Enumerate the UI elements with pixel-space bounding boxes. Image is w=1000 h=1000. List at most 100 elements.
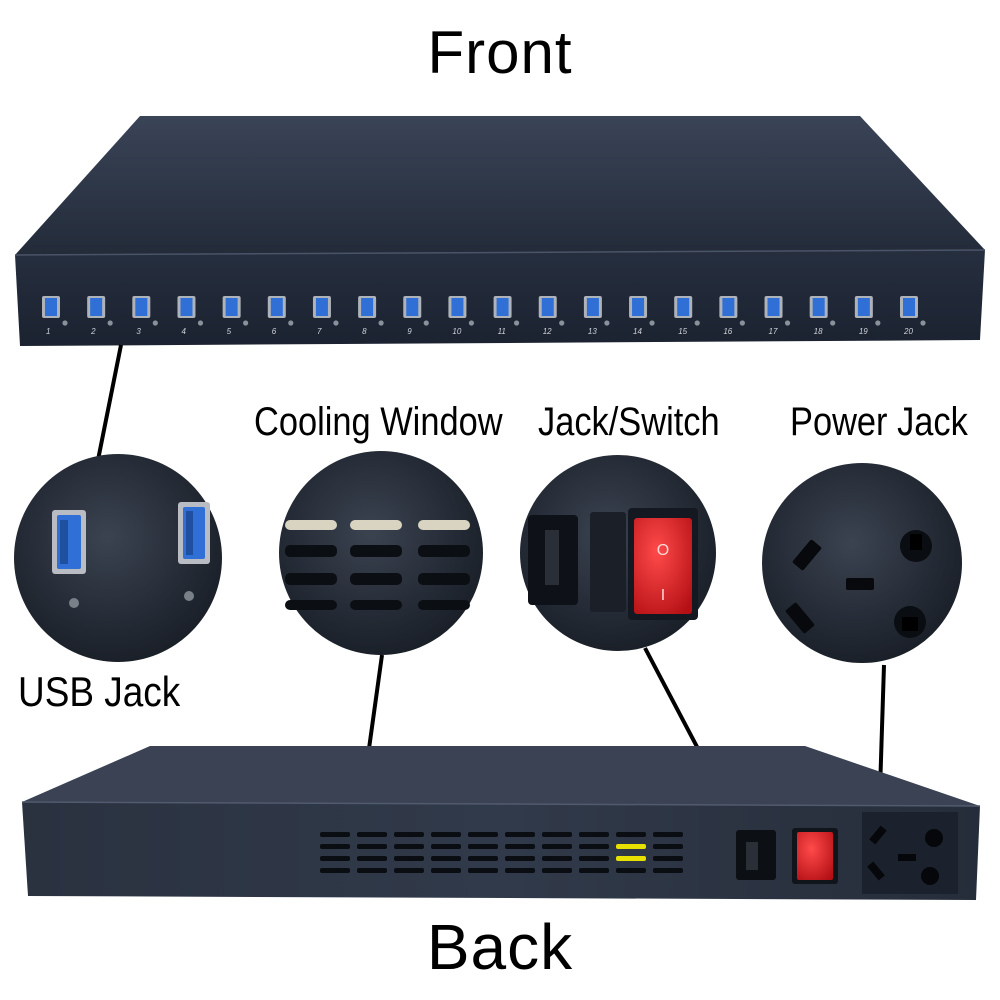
usb-port: 9	[403, 296, 429, 336]
usb-port: 4	[177, 296, 204, 336]
vent-slot	[431, 844, 461, 849]
usb-port-number: 10	[452, 327, 461, 336]
usb-port-number: 1	[46, 327, 50, 336]
vent-slot	[579, 868, 609, 873]
vent-slot	[616, 844, 646, 849]
vent-slot	[320, 868, 350, 873]
vent-slot	[357, 832, 387, 837]
switch-off-symbol: O	[657, 542, 669, 559]
usb-port-number: 5	[227, 327, 232, 336]
front-title: Front	[427, 19, 573, 86]
usb-port-number: 7	[317, 327, 322, 336]
vent-slot	[505, 868, 535, 873]
usb-port: 15	[674, 296, 700, 336]
usb-port-led	[378, 320, 384, 326]
cooling-slot	[350, 520, 402, 530]
cooling-slot	[285, 573, 337, 585]
cooling-window-closeup	[279, 451, 483, 655]
usb-callout-line	[96, 344, 123, 461]
usb-port-led	[739, 320, 745, 326]
front-device-top	[15, 116, 985, 255]
usb-port-led	[694, 320, 700, 326]
usb-port-led	[784, 320, 791, 326]
vent-slot	[357, 856, 387, 861]
vent-slot	[616, 832, 646, 837]
cooling-window-label: Cooling Window	[254, 400, 503, 444]
usb-port: 10	[448, 296, 475, 336]
usb-port-2-led	[184, 591, 194, 601]
usb-port-number: 14	[633, 327, 642, 336]
usb-port: 5	[222, 296, 249, 336]
usb-port: 7	[312, 296, 339, 336]
vent-slot	[505, 856, 535, 861]
usb-port: 11	[493, 296, 520, 336]
vent-slot	[579, 832, 609, 837]
vent-slot	[653, 868, 683, 873]
cooling-slot	[285, 520, 337, 530]
usb-port: 1	[42, 296, 68, 336]
vent-slot	[394, 868, 424, 873]
usb-port-number: 20	[903, 327, 913, 336]
usb-port-number: 19	[859, 327, 868, 336]
usb-port-number: 16	[723, 327, 732, 336]
usb-port-led	[513, 320, 520, 326]
usb-port-led	[152, 320, 158, 326]
vent-slot	[542, 868, 572, 873]
vent-slot	[431, 868, 461, 873]
usb-port-number: 15	[678, 327, 687, 336]
vent-slot	[653, 856, 683, 861]
vent-slot	[616, 868, 646, 873]
power-switch-rocker	[634, 518, 692, 614]
usb-port: 3	[132, 296, 158, 336]
usb-port: 14	[629, 296, 655, 336]
usb-port-led	[107, 320, 113, 326]
usb-port-led	[468, 320, 475, 326]
cooling-slot	[418, 573, 470, 585]
vent-slot	[653, 844, 683, 849]
cooling-slot	[350, 573, 402, 585]
vent-slot	[431, 856, 461, 861]
usb-port-number: 8	[362, 327, 367, 336]
cooling-slot	[285, 545, 337, 557]
vent-slot	[468, 868, 498, 873]
vent-slot	[542, 832, 572, 837]
vent-slot	[431, 832, 461, 837]
usb-port-led	[62, 320, 68, 326]
vent-slot	[505, 832, 535, 837]
usb-port-number: 17	[769, 327, 778, 336]
usb-port-led	[559, 320, 565, 326]
usb-port-led	[243, 320, 249, 326]
vent-slot	[542, 844, 572, 849]
usb-port-led	[830, 320, 836, 326]
usb-port-led	[604, 320, 610, 326]
vent-slot	[320, 856, 350, 861]
usb-port-number: 4	[181, 327, 186, 336]
back-device-top	[22, 746, 980, 806]
back-power-switch	[797, 832, 833, 880]
vent-slot	[394, 856, 424, 861]
usb-port-1-led	[69, 598, 79, 608]
back-title: Back	[426, 911, 574, 983]
cooling-slot	[350, 545, 402, 557]
usb-port-number: 13	[588, 327, 597, 336]
usb-jack-closeup	[14, 454, 222, 662]
usb-port-led	[920, 320, 926, 326]
usb-port-number: 12	[543, 327, 552, 336]
usb-port: 19	[854, 296, 881, 336]
vent-slot	[616, 856, 646, 861]
vent-slot	[579, 844, 609, 849]
vent-slot	[357, 868, 387, 873]
usb-port: 13	[583, 296, 610, 336]
cooling-slot	[285, 600, 337, 610]
usb-port-number: 9	[407, 327, 412, 336]
usb-port-number: 18	[814, 327, 823, 336]
vent-slot	[468, 844, 498, 849]
usb-port: 17	[764, 296, 791, 336]
back-device	[21, 746, 981, 900]
cooling-slot	[418, 520, 470, 530]
vent-slot	[394, 844, 424, 849]
vent-slot	[468, 856, 498, 861]
cooling-slots	[285, 520, 470, 610]
